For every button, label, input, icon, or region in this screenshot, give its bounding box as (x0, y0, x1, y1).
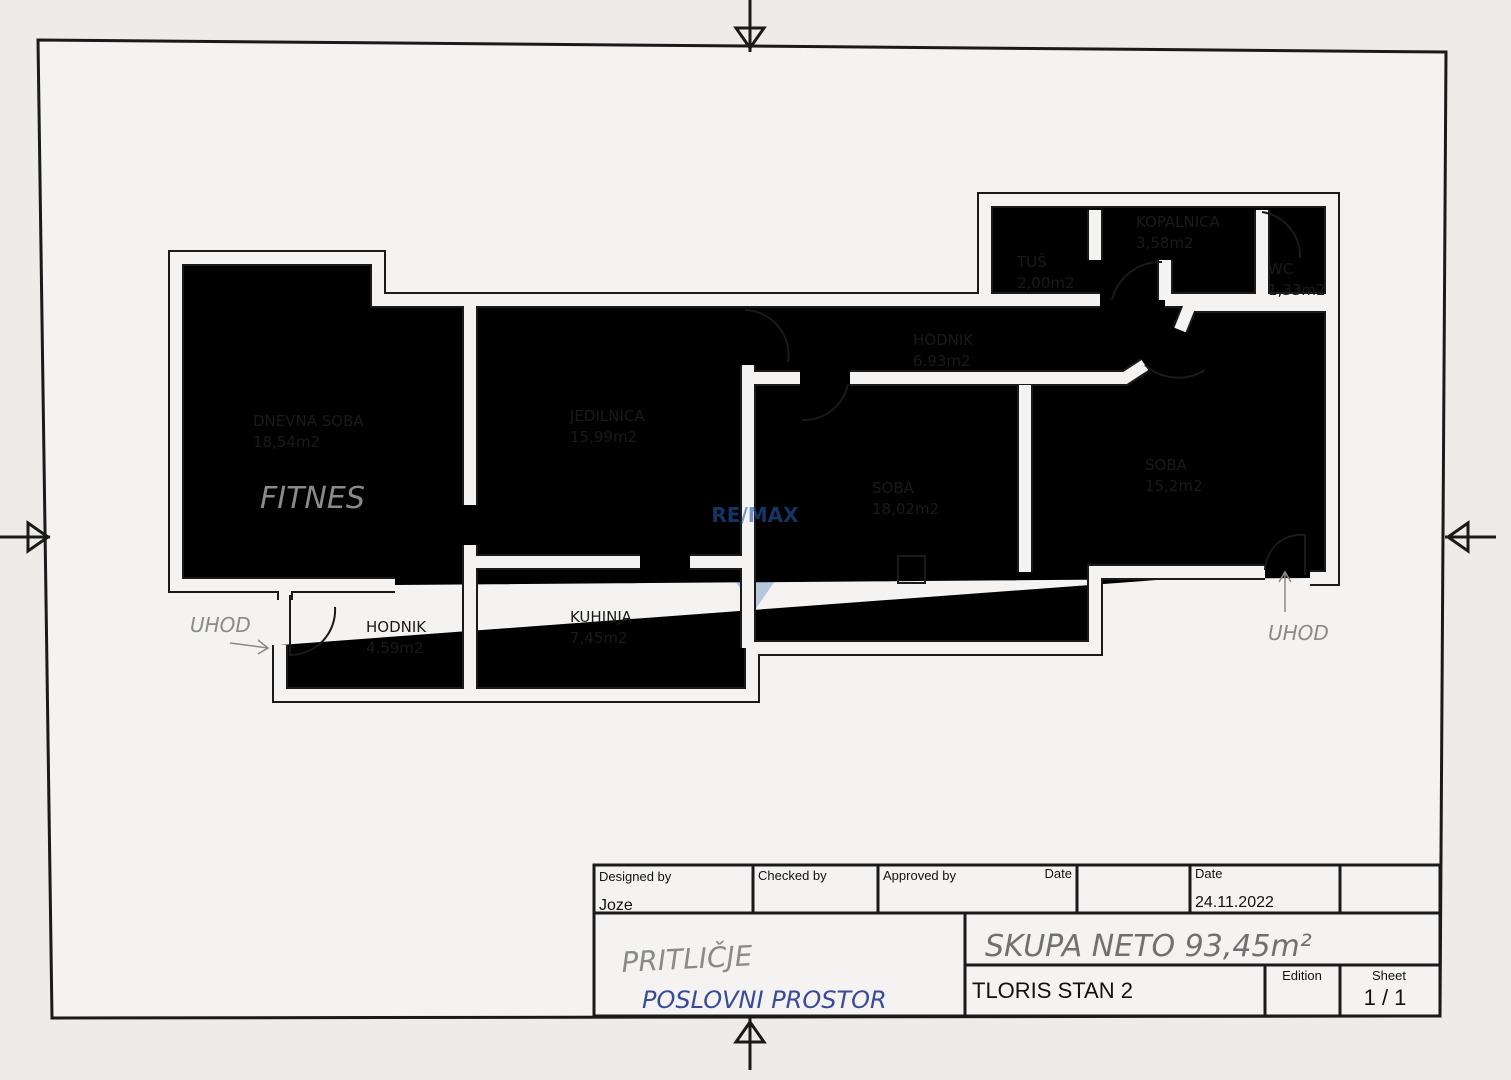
center-mark-top (733, 0, 767, 52)
room-area: 1,33m2 (1268, 281, 1326, 299)
sheet-label: Sheet (1372, 968, 1406, 983)
title-block (592, 863, 1442, 1018)
room-area: 4.59m2 (366, 639, 424, 657)
room-area: 15,2m2 (1145, 477, 1203, 495)
room-name: SOBA (1145, 456, 1188, 474)
room-name: HODNIK (913, 331, 974, 349)
handwritten-entrance-right: UHOD (1268, 621, 1329, 645)
room-name: HODNIK (366, 618, 427, 636)
room-name: DNEVNA SOBA (253, 412, 364, 430)
column (897, 555, 926, 584)
room-name: WC (1268, 260, 1293, 278)
approved-by-label: Approved by (883, 868, 956, 883)
room-area: 3,58m2 (1136, 234, 1194, 252)
room-area: 15,99m2 (570, 428, 637, 446)
date-value: 24.11.2022 (1195, 894, 1274, 911)
center-mark-right (1445, 520, 1496, 554)
handwritten-floor-note: PRITLIČJE (621, 938, 754, 979)
room-labels: DNEVNA SOBA 18,54m2 JEDILNICA 15,99m2 HO… (253, 213, 1326, 657)
room-name: SOBA (872, 479, 915, 497)
approval-date-label: Date (1045, 866, 1072, 881)
drawing-title: TLORIS STAN 2 (972, 978, 1133, 1003)
designed-by-label: Designed by (599, 869, 672, 884)
designed-by-value: Joze (599, 897, 633, 914)
handwritten-fitness-note: FITNES (260, 481, 365, 516)
center-mark-left (0, 520, 51, 554)
doors (289, 211, 1306, 657)
room-name: KUHINJA (570, 608, 632, 626)
room-name: JEDILNICA (569, 407, 645, 425)
room-area: 18,54m2 (253, 433, 320, 451)
walls (176, 200, 1332, 695)
sheet-value: 1 / 1 (1364, 985, 1407, 1010)
entrance-arrow-right-icon (1278, 570, 1292, 612)
date-label: Date (1195, 866, 1222, 881)
room-area: 6.93m2 (913, 352, 971, 370)
center-mark-bottom (733, 1018, 767, 1070)
entrance-arrow-left-icon (229, 639, 270, 655)
remax-logo-text: RE/MAX (711, 503, 799, 527)
handwritten-total-area: SKUPA NETO 93,45m² (985, 929, 1312, 964)
room-area: 18,02m2 (872, 500, 939, 518)
room-area: 7,45m2 (570, 629, 628, 647)
handwritten-entrance-left: UHOD (190, 613, 251, 637)
room-area: 2,00m2 (1017, 274, 1075, 292)
edition-label: Edition (1282, 968, 1322, 983)
room-name: KOPALNICA (1136, 213, 1221, 231)
room-name: TUŠ (1016, 252, 1047, 271)
checked-by-label: Checked by (758, 868, 827, 883)
handwritten-use-note: POSLOVNI PROSTOR (642, 986, 887, 1014)
